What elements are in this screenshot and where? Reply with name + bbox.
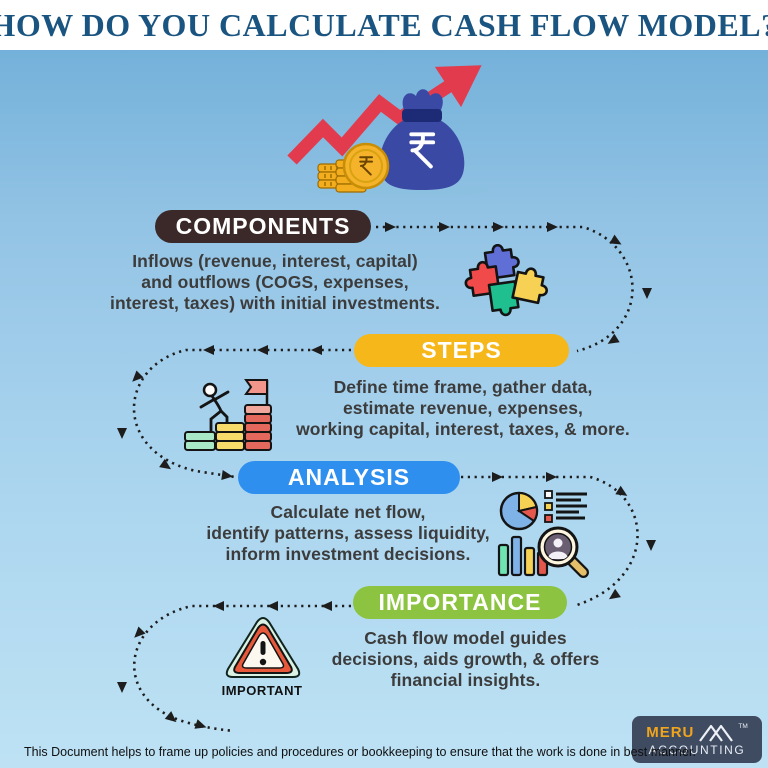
section-label: IMPORTANCE (378, 589, 542, 615)
section-pill-importance: IMPORTANCE (353, 586, 567, 619)
warning-triangle-icon (225, 617, 301, 678)
page-title: HOW DO YOU CALCULATE CASH FLOW MODEL? (0, 6, 768, 43)
section-label: COMPONENTS (175, 213, 351, 239)
section-description-components: Inflows (revenue, interest, capital) and… (110, 251, 440, 313)
charts-magnifier-icon (497, 490, 589, 578)
magnifier-icon (537, 526, 589, 578)
puzzle-pieces-icon (464, 244, 548, 317)
section-label: ANALYSIS (287, 464, 411, 490)
logo-brand-text: MERU (646, 723, 695, 741)
trademark-symbol: TM (738, 722, 748, 730)
section-pill-steps: STEPS (354, 334, 569, 367)
list-icon (544, 490, 587, 523)
section-description-analysis: Calculate net flow, identify patterns, a… (206, 502, 490, 564)
section-label: STEPS (421, 337, 502, 363)
footer-note: This Document helps to frame up policies… (24, 745, 696, 759)
warning-icon-caption: IMPORTANT (221, 683, 303, 698)
money-bag-rupee-icon (379, 89, 465, 190)
rupee-coin-icon (342, 142, 390, 190)
climb-steps-flag-icon (184, 379, 272, 451)
header: HOW DO YOU CALCULATE CASH FLOW MODEL? (0, 0, 768, 50)
logo-subtitle-text: ACCOUNTING (648, 742, 746, 757)
brand-logo: MERU TM ACCOUNTING (632, 716, 762, 763)
pie-chart-icon (499, 491, 539, 531)
cash-growth-illustration (287, 65, 488, 198)
section-pill-analysis: ANALYSIS (238, 461, 460, 494)
section-description-steps: Define time frame, gather data, estimate… (296, 377, 630, 439)
mountain-icon (699, 724, 734, 742)
section-description-importance: Cash flow model guides decisions, aids g… (331, 628, 600, 690)
section-pill-components: COMPONENTS (155, 210, 371, 243)
content-area: COMPONENTS Inflows (revenue, interest, c… (0, 50, 768, 768)
